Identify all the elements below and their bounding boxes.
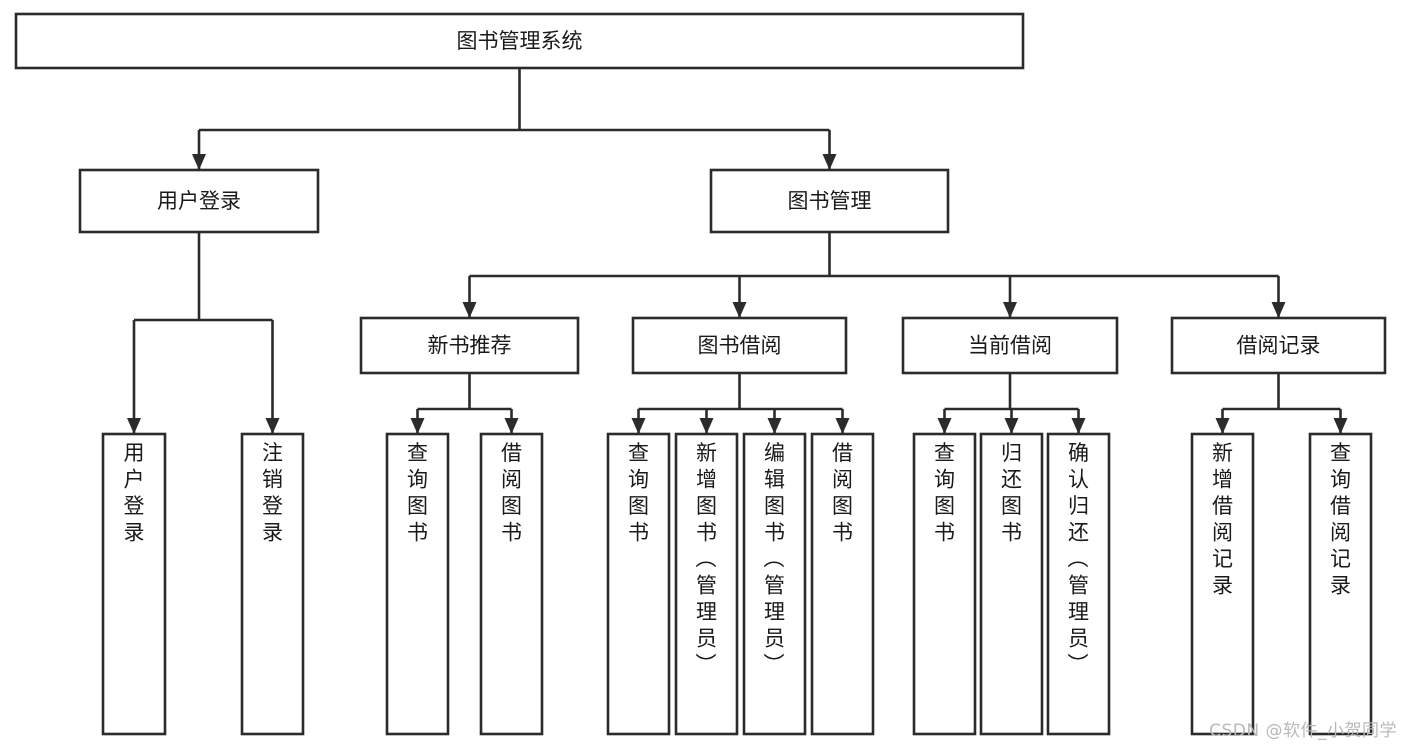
arrow-head-icon — [699, 418, 714, 434]
node-box — [14, 12, 1025, 70]
node-leaf-record-add[interactable]: 新增借阅记录 — [1190, 432, 1255, 736]
connector-group-root — [192, 68, 837, 170]
connector-group-bookmgmt — [462, 232, 1286, 318]
node-current[interactable]: 当前借阅 — [901, 316, 1119, 375]
node-box — [240, 432, 305, 736]
node-box — [742, 432, 807, 736]
node-label: 查询借阅记录 — [1330, 441, 1351, 598]
arrow-head-icon — [265, 418, 280, 434]
arrow-head-icon — [835, 418, 850, 434]
node-box — [385, 432, 450, 736]
node-box — [810, 432, 875, 736]
csdn-watermark: CSDN @软件_小贺同学 — [1209, 721, 1397, 741]
node-leaf-newbook-query[interactable]: 查询图书 — [385, 432, 450, 736]
arrow-head-icon — [1071, 418, 1086, 434]
node-label: 查询图书 — [934, 441, 955, 545]
arrow-head-icon — [631, 418, 646, 434]
node-label: 归还图书 — [1001, 441, 1022, 545]
node-label: 图书管理 — [788, 189, 872, 213]
node-record[interactable]: 借阅记录 — [1170, 316, 1387, 375]
arrow-head-icon — [822, 154, 837, 170]
nodes-layer: 图书管理系统用户登录图书管理新书推荐图书借阅当前借阅借阅记录用户登录注销登录查询… — [14, 12, 1387, 736]
node-label: 新增借阅记录 — [1212, 441, 1233, 598]
node-leaf-record-query[interactable]: 查询借阅记录 — [1308, 432, 1373, 736]
node-label: 图书管理系统 — [457, 29, 583, 53]
node-label: 确认归还（管理员） — [1068, 441, 1090, 677]
arrow-head-icon — [504, 418, 519, 434]
node-leaf-user-login[interactable]: 用户登录 — [101, 432, 167, 736]
node-bookmgmt[interactable]: 图书管理 — [709, 168, 950, 234]
node-login[interactable]: 用户登录 — [78, 168, 320, 234]
arrow-head-icon — [1271, 302, 1286, 318]
node-leaf-borrow-add[interactable]: 新增图书（管理员） — [674, 432, 739, 736]
node-box — [479, 432, 544, 736]
node-box — [901, 316, 1119, 375]
connector-group-record — [1215, 373, 1348, 434]
node-leaf-current-return[interactable]: 归还图书 — [979, 432, 1044, 736]
arrow-head-icon — [127, 418, 141, 434]
node-box — [101, 432, 167, 736]
node-label: 编辑图书（管理员） — [764, 441, 786, 677]
node-newbook[interactable]: 新书推荐 — [359, 316, 580, 375]
node-label: 查询图书 — [628, 441, 649, 545]
arrow-head-icon — [1215, 418, 1230, 434]
connector-group-newbook — [410, 373, 519, 434]
node-label: 注销登录 — [262, 441, 283, 545]
node-box — [912, 432, 977, 736]
node-box — [1170, 316, 1387, 375]
node-leaf-borrow-query[interactable]: 查询图书 — [606, 432, 671, 736]
node-box — [709, 168, 950, 234]
node-label: 图书借阅 — [698, 334, 782, 358]
connector-group-borrow — [631, 373, 850, 434]
arrow-head-icon — [937, 418, 952, 434]
node-label: 新书推荐 — [428, 334, 512, 358]
node-box — [1190, 432, 1255, 736]
node-box — [631, 316, 848, 375]
node-leaf-borrow-lend[interactable]: 借阅图书 — [810, 432, 875, 736]
node-borrow[interactable]: 图书借阅 — [631, 316, 848, 375]
node-box — [674, 432, 739, 736]
arrow-head-icon — [767, 418, 782, 434]
node-label: 用户登录 — [157, 189, 241, 213]
node-root[interactable]: 图书管理系统 — [14, 12, 1025, 70]
node-leaf-newbook-borrow[interactable]: 借阅图书 — [479, 432, 544, 736]
connector-group-current — [937, 373, 1086, 434]
node-box — [1308, 432, 1373, 736]
arrow-head-icon — [462, 302, 477, 318]
connector-group-login — [127, 232, 280, 434]
node-box — [979, 432, 1044, 736]
arrow-head-icon — [732, 302, 747, 318]
node-box — [1046, 432, 1111, 736]
node-box — [78, 168, 320, 234]
node-label: 新增图书（管理员） — [696, 441, 718, 677]
node-label: 查询图书 — [407, 441, 428, 545]
arrow-head-icon — [192, 154, 206, 170]
connectors-layer — [127, 68, 1348, 434]
node-leaf-borrow-edit[interactable]: 编辑图书（管理员） — [742, 432, 807, 736]
node-leaf-current-query[interactable]: 查询图书 — [912, 432, 977, 736]
node-label: 当前借阅 — [968, 334, 1052, 358]
node-box — [359, 316, 580, 375]
node-label: 用户登录 — [124, 441, 145, 545]
arrow-head-icon — [410, 418, 425, 434]
node-leaf-current-confirm[interactable]: 确认归还（管理员） — [1046, 432, 1111, 736]
node-label: 借阅记录 — [1237, 334, 1321, 358]
node-label: 借阅图书 — [501, 441, 522, 545]
arrow-head-icon — [1003, 302, 1017, 318]
node-box — [606, 432, 671, 736]
arrow-head-icon — [1004, 418, 1019, 434]
node-leaf-user-logout[interactable]: 注销登录 — [240, 432, 305, 736]
node-label: 借阅图书 — [832, 441, 853, 545]
arrow-head-icon — [1333, 418, 1348, 434]
